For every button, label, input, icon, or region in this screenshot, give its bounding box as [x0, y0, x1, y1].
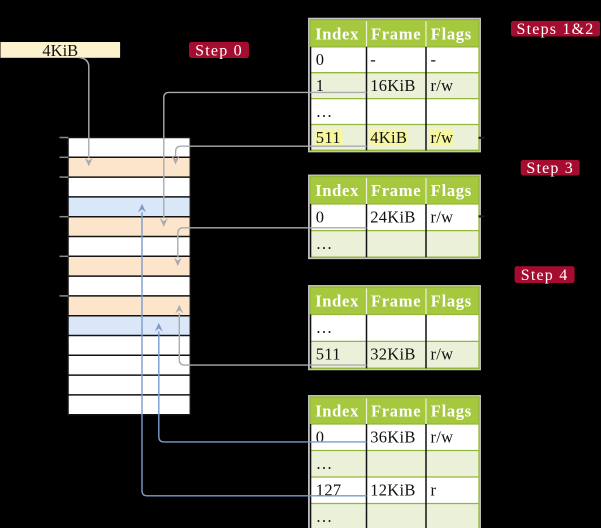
- svg-text:36KiB: 36KiB: [370, 427, 416, 446]
- svg-text:r/w: r/w: [431, 345, 454, 364]
- svg-text:r/w: r/w: [431, 427, 454, 446]
- svg-text:4KiB: 4KiB: [42, 41, 78, 60]
- svg-text:Index: Index: [315, 292, 359, 311]
- svg-text:511: 511: [316, 345, 341, 364]
- svg-text:…: …: [316, 318, 333, 337]
- svg-text:Frame: Frame: [371, 24, 421, 43]
- svg-text:Steps 1&2: Steps 1&2: [517, 21, 595, 38]
- svg-text:24KiB: 24KiB: [370, 207, 416, 226]
- svg-text:-: -: [370, 50, 376, 69]
- svg-text:r/w: r/w: [431, 76, 454, 95]
- svg-text:…: …: [316, 507, 333, 526]
- svg-text:Frame: Frame: [371, 292, 421, 311]
- svg-text:0: 0: [316, 50, 325, 69]
- svg-text:4KiB: 4KiB: [370, 128, 407, 147]
- svg-text:Step 3: Step 3: [526, 160, 574, 177]
- svg-text:127: 127: [316, 480, 342, 499]
- svg-text:Flags: Flags: [431, 24, 472, 43]
- svg-text:Index: Index: [315, 181, 359, 200]
- svg-text:Flags: Flags: [431, 292, 472, 311]
- svg-text:…: …: [316, 234, 333, 253]
- svg-text:r/w: r/w: [431, 128, 454, 147]
- svg-text:0: 0: [316, 207, 325, 226]
- svg-text:Frame: Frame: [371, 402, 421, 421]
- svg-text:Index: Index: [315, 402, 359, 421]
- svg-text:Flags: Flags: [431, 402, 472, 421]
- svg-text:0: 0: [316, 427, 325, 446]
- svg-text:r/w: r/w: [431, 207, 454, 226]
- svg-text:r: r: [431, 480, 437, 499]
- svg-text:Step 4: Step 4: [521, 267, 569, 284]
- svg-text:…: …: [316, 102, 333, 121]
- svg-text:Flags: Flags: [431, 181, 472, 200]
- svg-text:1: 1: [316, 76, 325, 95]
- svg-text:-: -: [431, 50, 437, 69]
- svg-text:…: …: [316, 454, 333, 473]
- svg-text:511: 511: [316, 128, 341, 147]
- svg-text:Step 0: Step 0: [195, 43, 243, 60]
- svg-text:Index: Index: [315, 24, 359, 43]
- svg-text:16KiB: 16KiB: [370, 76, 416, 95]
- svg-text:32KiB: 32KiB: [370, 345, 416, 364]
- svg-text:Frame: Frame: [371, 181, 421, 200]
- svg-text:12KiB: 12KiB: [370, 480, 416, 499]
